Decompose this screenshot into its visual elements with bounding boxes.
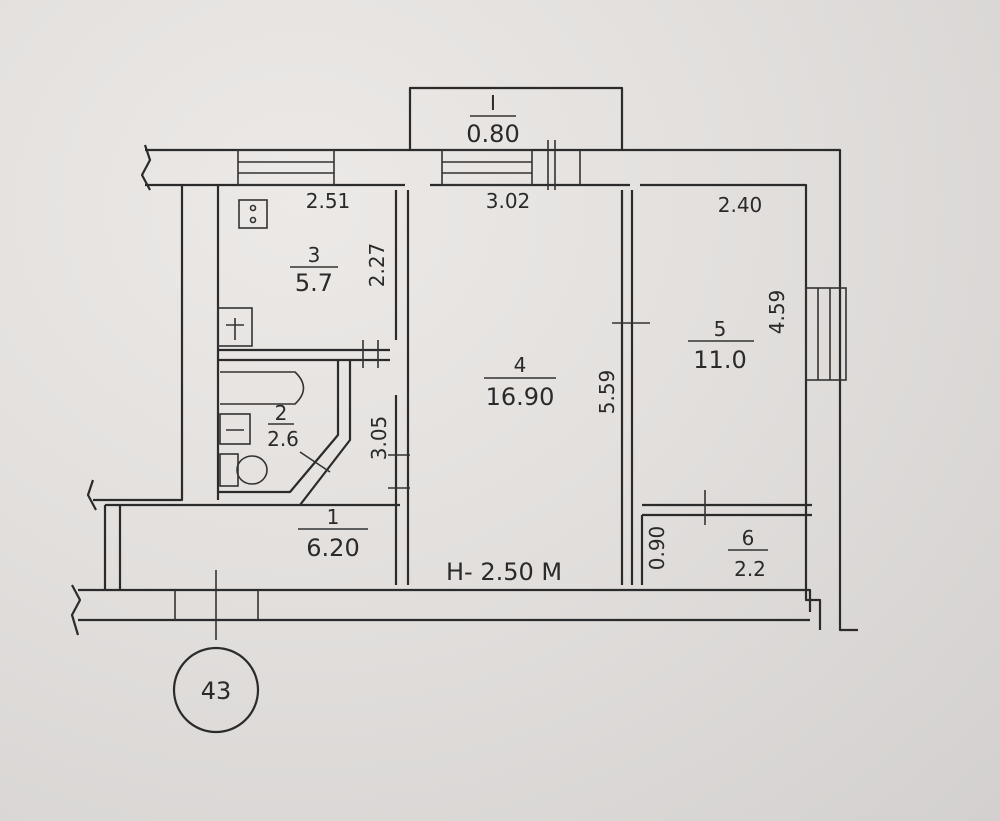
room-5-area: 11.0 [693,346,746,374]
balcony [408,86,624,150]
fixtures [217,199,305,487]
room-labels: I 0.80 3 5.7 2 2.6 4 16.90 5 11.0 1 6.20… [267,91,766,581]
dimension-2-40: 2.40 [718,193,763,217]
dimension-3-05: 3.05 [367,416,391,461]
window-top-center [441,149,533,186]
dimension-2-27: 2.27 [365,243,389,288]
stove-icon [238,199,268,229]
fraction-bars [268,115,768,551]
balcony-door [547,140,581,190]
room-2-number: 2 [275,401,288,425]
window-top-left [237,149,335,186]
toilet-icon [219,453,268,487]
room-3-area: 5.7 [295,269,333,297]
room-6-number: 6 [742,526,755,550]
interior-walls [218,190,812,585]
building-number-marker: 43 [172,646,260,734]
bathroom-sink-icon [219,413,251,445]
bathtub-icon [220,371,305,405]
dimension-0-90: 0.90 [645,526,669,571]
windows [174,140,847,640]
dimension-4-59: 4.59 [765,290,789,335]
dimension-2-51: 2.51 [306,189,351,213]
window-right [805,287,847,381]
room-2-area: 2.6 [267,427,299,451]
room-5-number: 5 [714,317,727,341]
room-6-area: 2.2 [734,557,766,581]
room-I-number: I [490,91,496,115]
room-4-area: 16.90 [486,383,555,411]
dimension-5-59: 5.59 [595,370,619,415]
kitchen-sink-icon [217,307,253,347]
dimension-labels: 2.51 3.02 2.40 2.27 3.05 5.59 4.59 0.90 [306,189,789,570]
room-4-number: 4 [514,353,527,377]
entrance-door [174,570,259,640]
room-I-area: 0.80 [466,120,519,148]
building-number: 43 [201,677,232,705]
dimension-3-02: 3.02 [486,189,531,213]
room-1-area: 6.20 [306,534,359,562]
ceiling-height: H- 2.50 M [446,558,562,586]
room-3-number: 3 [308,243,321,267]
room-1-number: 1 [327,505,340,529]
